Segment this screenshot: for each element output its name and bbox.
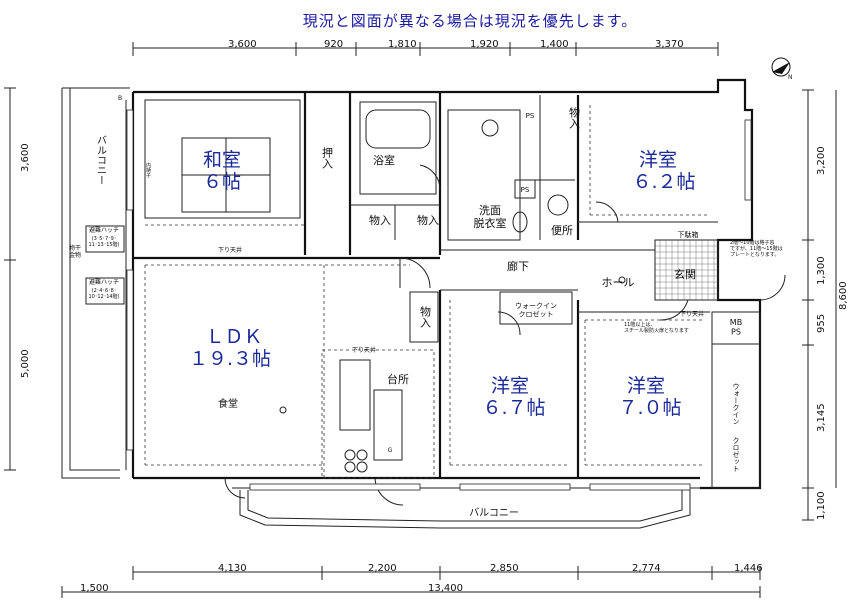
label-bathroom: 浴室 [373, 153, 395, 167]
dim-bottom-left: 1,500 [80, 583, 109, 594]
label-ceiling-1: 下り天井 [218, 246, 242, 254]
left-balcony [61, 87, 130, 479]
note-right: 2階～10階は格子窓ですが、11階～15階はプレートとなります。 [730, 239, 783, 258]
label-toilet: 便所 [551, 224, 573, 237]
interior-walls [85, 92, 786, 506]
dim-bottom-3: 2,850 [490, 563, 519, 574]
room-yoshitsu1-size: ６.２帖 [632, 171, 695, 193]
room-ldk-size: １９.３帖 [189, 348, 271, 370]
label-dining: 食堂 [218, 397, 238, 410]
label-hatch-1-detail: (3･5･7･9･11･13･15階) [88, 236, 119, 248]
dim-top-4: 1,920 [470, 39, 499, 50]
dim-bottom-2: 2,200 [368, 563, 397, 574]
right-dimensions: 3,200 1,300 955 3,145 1,100 8,600 [802, 89, 848, 521]
label-storage-2: 物入 [417, 213, 439, 227]
bottom-balcony [232, 487, 700, 529]
room-yoshitsu1-name: 洋室 [639, 149, 677, 171]
label-thing: 物干金物 [69, 244, 81, 259]
dim-bottom-1: 4,130 [218, 563, 247, 574]
label-storage-4: 物入 [419, 305, 432, 328]
label-storage-1: 物入 [369, 213, 391, 227]
room-washitsu-size: ６帖 [203, 171, 241, 193]
room-yoshitsu2-name: 洋室 [491, 375, 529, 397]
dim-bottom-5: 1,446 [734, 563, 763, 574]
dim-right-total: 8,600 [838, 281, 848, 310]
label-ceiling-2: 下り天井 [352, 346, 376, 354]
label-ps-2: PS [526, 112, 535, 120]
dim-right-2: 1,300 [816, 256, 827, 285]
label-kitchen: 台所 [387, 372, 409, 386]
dim-top-6: 3,370 [655, 39, 684, 50]
note-mid: 11階以上は、スチール製防火扉となります [624, 321, 689, 334]
dim-right-5: 1,100 [816, 491, 827, 520]
room-yoshitsu2-size: ６.７帖 [482, 397, 545, 419]
label-storage-3: 物入 [568, 106, 581, 129]
dim-bottom-total: 13,400 [428, 583, 463, 594]
room-ldk-name: ＬＤＫ [205, 326, 262, 348]
disclaimer-note: 現況と図面が異なる場合は現況を優先します。 [302, 12, 638, 30]
room-yoshitsu3-name: 洋室 [627, 375, 665, 397]
label-hatch-2: 避難ハッチ [89, 278, 119, 286]
dim-right-1: 3,200 [816, 146, 827, 175]
label-balcony-bottom: バルコニー [469, 507, 519, 519]
label-ceiling-3: 下り天井 [680, 310, 704, 318]
dim-bottom-4: 2,774 [632, 563, 661, 574]
dim-right-4: 3,145 [816, 403, 827, 432]
top-dimensions: 3,600 920 1,810 1,920 1,400 3,370 [132, 39, 719, 56]
label-shoe: 下駄箱 [678, 230, 699, 239]
dim-top-5: 1,400 [540, 39, 569, 50]
bottom-dimensions: 4,130 2,200 2,850 2,774 1,446 1,500 13,4… [61, 563, 763, 598]
label-hatch-1: 避難ハッチ [89, 226, 119, 234]
label-washroom: 洗面脱衣室 [474, 204, 507, 230]
label-g: G [388, 447, 393, 454]
left-dimensions: 3,600 5,000 [4, 87, 31, 471]
small-labels: 押入 浴室 物入 物入 物入 物入 洗面脱衣室 便所 廊下 ホール 玄関 ウォー… [69, 95, 783, 519]
dim-top-1: 3,600 [228, 39, 257, 50]
label-inner: 内樋子 [145, 162, 151, 178]
label-corridor: 廊下 [507, 259, 529, 273]
room-yoshitsu3-size: ７.０帖 [618, 397, 681, 419]
label-hall: ホール [602, 276, 635, 289]
label-walkin-2: ウォークインクロゼット [732, 383, 740, 472]
label-hatch-2-detail: (2･4･6･8･10･12･14階) [88, 288, 119, 300]
dim-right-3: 955 [816, 314, 827, 333]
label-ps-1: PS [521, 186, 530, 194]
label-balcony-left: バルコニー [95, 135, 107, 185]
room-labels: 和室 ６帖 洋室 ６.２帖 ＬＤＫ １９.３帖 洋室 ６.７帖 洋室 ７.０帖 [189, 149, 696, 419]
room-washitsu-name: 和室 [203, 149, 241, 171]
label-entrance: 玄関 [674, 267, 696, 281]
label-oshiire-1: 押入 [321, 146, 334, 169]
label-b: B [118, 95, 122, 102]
label-walkin-1: ウォークインクロゼット [515, 302, 557, 318]
svg-text:N: N [788, 74, 793, 81]
north-arrow-icon: N [771, 57, 793, 81]
dim-top-3: 1,810 [388, 39, 417, 50]
dim-top-2: 920 [324, 39, 343, 50]
dim-left-2: 5,000 [20, 349, 31, 378]
dim-left-1: 3,600 [20, 143, 31, 172]
